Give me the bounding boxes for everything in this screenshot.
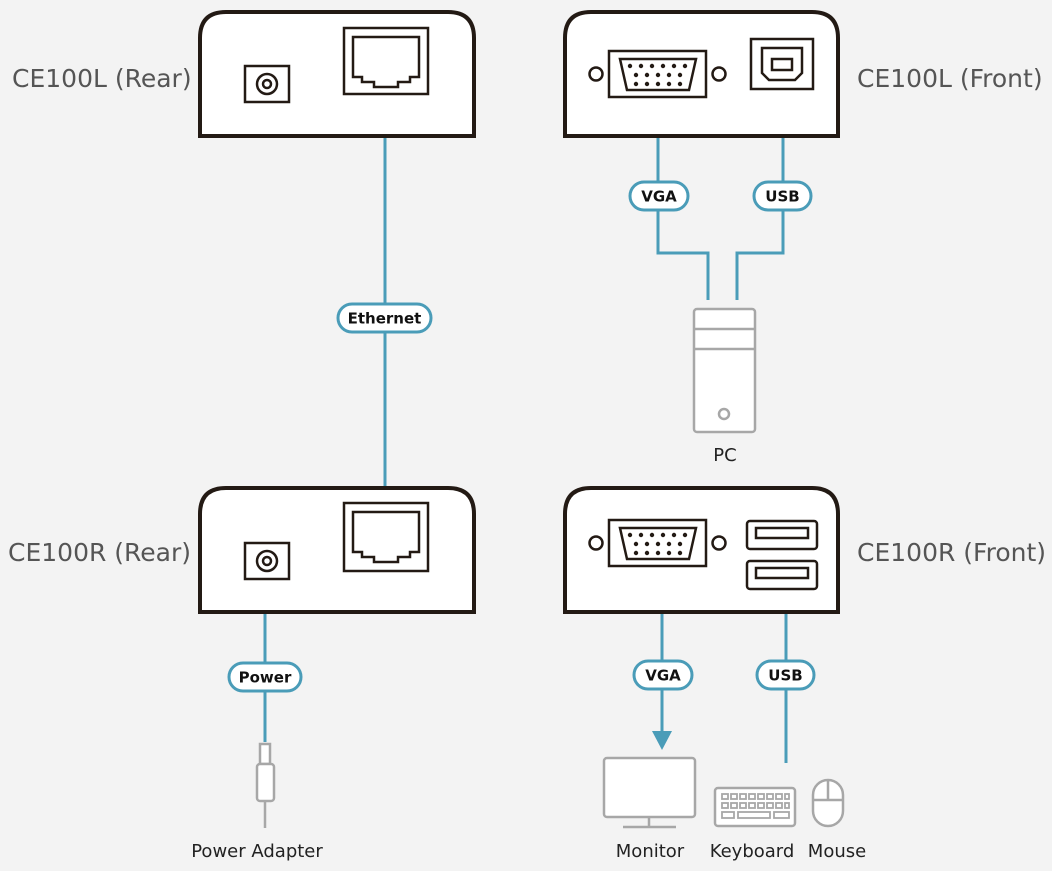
ce100r-front-title: CE100R (Front) (857, 538, 1046, 567)
power-plug-icon (255, 742, 276, 828)
pc-caption: PC (713, 445, 736, 466)
ce100l-front-title: CE100L (Front) (857, 64, 1043, 93)
vga-port (588, 49, 727, 99)
keyboard-icon (713, 786, 797, 828)
mouse-caption: Mouse (808, 841, 866, 862)
ce100r-rear-title: CE100R (Rear) (8, 538, 191, 567)
vga-pc-cable (656, 125, 710, 300)
svg-text:VGA: VGA (645, 667, 681, 685)
usb-pc-cable (735, 88, 785, 300)
usb-a-ports (745, 519, 819, 591)
usb-pc-label: USB (752, 180, 813, 212)
rj45-port (342, 26, 430, 96)
rj45-port (342, 501, 430, 573)
pc-tower-icon (692, 307, 757, 434)
usb-b-port (749, 37, 815, 91)
usb-peripherals-label: USB (755, 659, 816, 691)
keyboard-caption: Keyboard (710, 841, 795, 862)
svg-text:Power: Power (239, 669, 292, 687)
vga-monitor-label: VGA (632, 659, 694, 691)
vga-pc-label: VGA (628, 180, 690, 212)
monitor-caption: Monitor (616, 841, 685, 862)
svg-text:USB: USB (768, 667, 802, 685)
ethernet-label: Ethernet (336, 302, 433, 334)
ce100l-rear-title: CE100L (Rear) (12, 64, 192, 93)
ce100l-rear-unit (198, 10, 476, 138)
dc-jack-port (243, 64, 291, 104)
monitor-icon (602, 756, 697, 829)
power-label: Power (227, 661, 303, 693)
dc-jack-port (243, 541, 291, 581)
ce100l-front-unit (563, 10, 840, 138)
svg-text:VGA: VGA (641, 188, 677, 206)
svg-text:USB: USB (765, 188, 799, 206)
vga-port (588, 518, 727, 568)
svg-text:Ethernet: Ethernet (348, 310, 422, 328)
ce100r-front-unit (563, 486, 840, 614)
vga-down-arrow-icon (652, 731, 672, 750)
mouse-icon (811, 778, 845, 828)
ce100r-rear-unit (198, 486, 476, 614)
power-adapter-caption: Power Adapter (191, 841, 323, 862)
